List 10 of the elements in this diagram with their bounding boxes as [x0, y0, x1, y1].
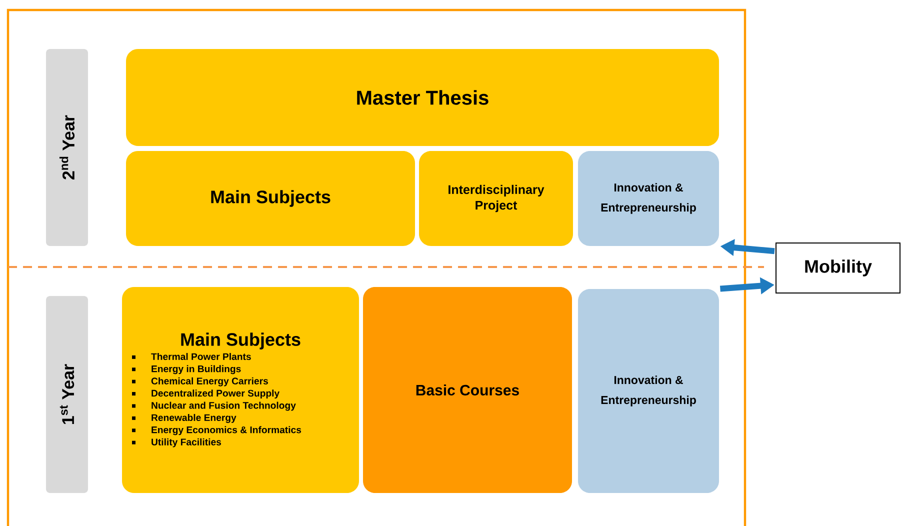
mobility-box: Mobility: [776, 242, 900, 294]
module-box: Master Thesis: [126, 49, 719, 146]
module-box: Main Subjects Thermal Power Plants Energy in Buildings Chemical Energy Carriers Decentralized Power Supply Nuclear and Fusion Technology Renewable Energy Energy Economics & Informatics Utility Facilities: [122, 287, 359, 493]
module-box: Innovation & Entrepreneurship: [578, 151, 719, 246]
year-bar: 1$^{st}$ Year: [46, 296, 88, 493]
module-box: Innovation & Entrepreneurship: [578, 289, 719, 493]
module-box: Main Subjects: [126, 151, 415, 246]
module-box: Basic Courses: [363, 287, 572, 493]
module-box: Interdisciplinary Project: [419, 151, 573, 246]
year-bar: 2$^{nd}$ Year: [46, 49, 88, 246]
